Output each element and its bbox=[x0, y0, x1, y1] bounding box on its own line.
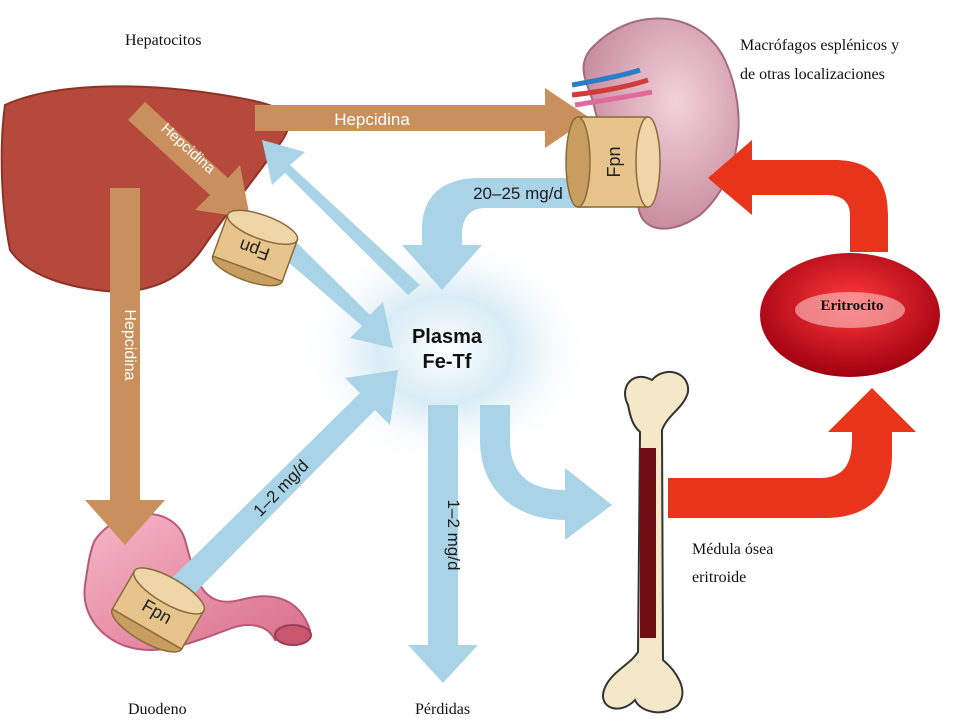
hepcidin-vertical-label: Hepcidina bbox=[121, 309, 138, 380]
marrow-label-2: eritroide bbox=[692, 569, 746, 586]
fpn-spleen-label: Fpn bbox=[604, 146, 624, 177]
macrophages-label-2: de otras localizaciones bbox=[740, 66, 885, 83]
duodenum-label: Duodeno bbox=[128, 701, 187, 718]
losses-label: Pérdidas bbox=[415, 701, 470, 718]
arrow-erythrocyte-to-spleen bbox=[708, 140, 888, 252]
duodenum-opening bbox=[275, 625, 311, 645]
hepcidin-arrow-top bbox=[255, 88, 590, 148]
macrophage-flow-label: 20–25 mg/d bbox=[473, 184, 563, 203]
loss-flow-label: 1–2 mg/d bbox=[444, 500, 463, 571]
hepcidin-top-label: Hepcidina bbox=[334, 110, 410, 129]
plasma-label: Plasma bbox=[412, 326, 483, 348]
fpn-spleen: Fpn bbox=[566, 117, 660, 207]
duodenum-flow-label: 1–2 mg/d bbox=[250, 456, 313, 520]
macrophages-label-1: Macrófagos esplénicos y bbox=[740, 37, 899, 54]
hepatocytes-label: Hepatocitos bbox=[125, 32, 201, 49]
bone bbox=[603, 372, 688, 712]
erythrocyte-label: Eritrocito bbox=[820, 298, 883, 314]
marrow-label-1: Médula ósea bbox=[692, 541, 773, 558]
arrow-marrow-to-erythrocyte bbox=[668, 388, 916, 518]
bone-marrow bbox=[640, 448, 656, 638]
fetf-label: Fe-Tf bbox=[423, 351, 472, 373]
